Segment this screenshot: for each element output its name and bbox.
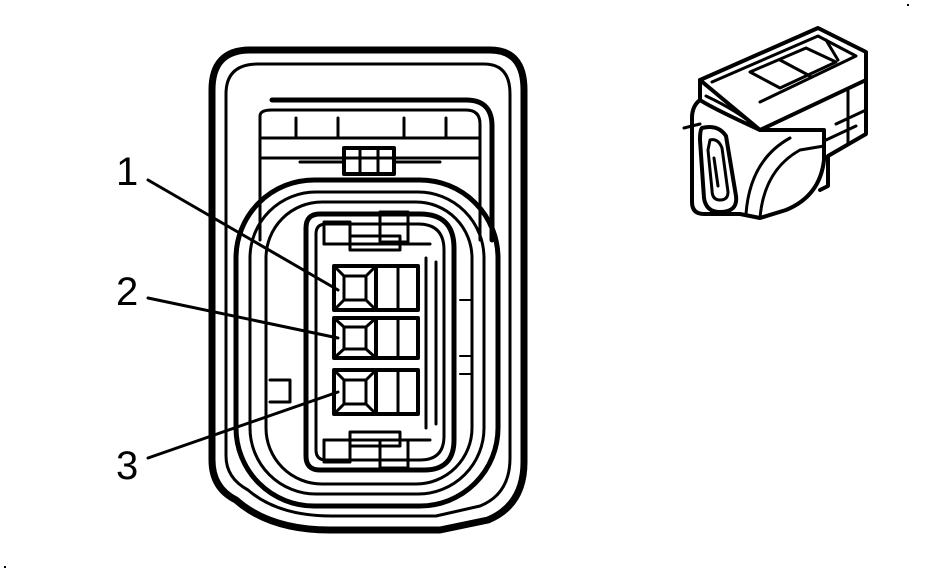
callout-pin-3: 3 <box>116 444 139 488</box>
terminal-cavity-3 <box>332 368 420 416</box>
terminal-block-outline <box>303 211 457 473</box>
terminal-cavity-2 <box>332 316 420 360</box>
latch-shroud-inner <box>258 108 482 242</box>
terminal-cavity-1 <box>332 264 420 312</box>
housing-inner-rim <box>224 62 512 518</box>
leader-line-2 <box>146 296 340 340</box>
callout-pin-2: 2 <box>116 270 139 314</box>
leader-line-3 <box>146 390 340 460</box>
housing-outline <box>208 46 528 534</box>
iso-right-face <box>818 78 868 192</box>
corner-mark-top <box>907 4 909 6</box>
key-bottom <box>378 438 410 470</box>
seal-ring-middle <box>248 190 486 496</box>
corner-mark-bottom <box>4 566 6 568</box>
seal-ring-outer <box>233 177 501 509</box>
iso-front-face <box>690 78 826 220</box>
callout-pin-1: 1 <box>116 150 139 194</box>
connector-isometric-view <box>682 26 868 220</box>
terminal-block-inner <box>314 222 446 462</box>
iso-mating-face <box>698 125 739 214</box>
iso-latch <box>748 46 838 90</box>
latch-tab <box>342 146 396 176</box>
latch-shroud <box>269 97 495 243</box>
key-top <box>378 210 410 244</box>
leader-line-1 <box>146 178 340 292</box>
seal-ring-inner <box>264 200 474 486</box>
connector-face-view <box>146 46 528 534</box>
